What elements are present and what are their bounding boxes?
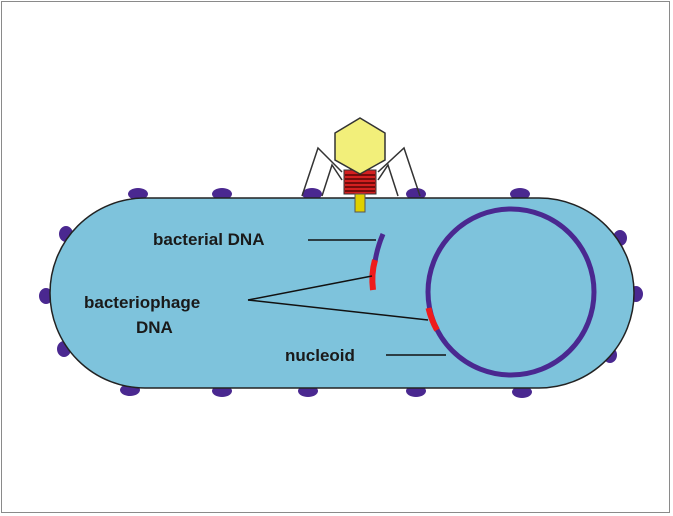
bacteriophage-dna-label-line1: bacteriophage xyxy=(84,293,200,312)
pilus xyxy=(128,188,148,200)
nucleoid-label: nucleoid xyxy=(285,346,355,365)
phage-tail-tube xyxy=(354,193,366,213)
phage-dna-fragment xyxy=(369,259,378,291)
bacteriophage-icon xyxy=(301,117,421,213)
pilus xyxy=(512,386,532,398)
leader-lines xyxy=(247,239,446,356)
phage-head xyxy=(334,117,386,175)
pilus xyxy=(510,188,530,200)
bacterial-dna-fragment xyxy=(372,233,386,263)
phage-tail-fibers xyxy=(301,146,421,197)
pilus xyxy=(406,188,426,200)
bacteriophage-dna-label-line2: DNA xyxy=(136,318,173,337)
pilus xyxy=(212,188,232,200)
nucleoid-chromosome xyxy=(425,206,597,378)
pilus xyxy=(302,188,322,200)
bacterial-dna-label: bacterial DNA xyxy=(153,230,264,249)
integrated-phage-dna xyxy=(425,307,440,332)
bacterial-cell xyxy=(49,197,635,389)
